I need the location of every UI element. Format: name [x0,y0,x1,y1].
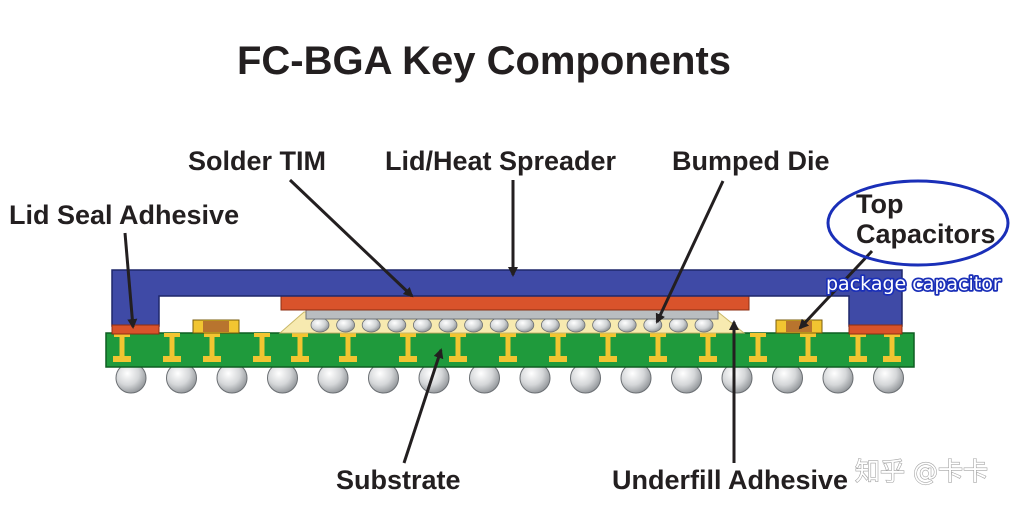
arrow-lid-seal-adhesive [123,232,138,329]
substrate-pad [399,356,417,362]
substrate-via [455,337,461,356]
die-bump [310,317,330,333]
substrate-via [405,337,411,356]
die-bump [387,317,407,333]
substrate-pad [292,333,308,337]
substrate-via [605,337,611,356]
label-top-capacitors-line2: Capacitors [856,219,996,249]
bumped-die [305,309,719,320]
die-bump [669,317,688,333]
substrate-pad [340,333,356,337]
die-bump [489,317,509,333]
highlight-ellipse [826,179,1010,267]
die-bump [566,317,586,333]
capacitor-right [775,319,823,334]
substrate-pad [113,356,131,362]
arrow-top-capacitors [798,249,874,330]
die-bump [464,317,484,333]
label-lid-seal-adhesive: Lid Seal Adhesive [9,200,239,230]
substrate-via [297,337,303,356]
label-lid-heat-spreader: Lid/Heat Spreader [385,146,617,176]
die-bump [412,317,432,333]
substrate-pad [749,356,767,362]
substrate-via [555,337,561,356]
substrate-pad [400,333,416,337]
substrate-pad [500,333,516,337]
substrate-via [855,337,861,356]
annotation-package-capacitor: package capacitor [826,273,1001,295]
substrate-pad [750,333,766,337]
substrate-pad [164,333,180,337]
substrate-pad [550,333,566,337]
substrate-pad [499,356,517,362]
substrate-pad [114,333,130,337]
lid-seal-adhesive-right [848,324,903,335]
substrate-pad [799,356,817,362]
substrate-via [755,337,761,356]
substrate-vias [113,333,901,362]
label-bumped-die: Bumped Die [672,146,830,176]
substrate-pad [163,356,181,362]
substrate [105,332,915,368]
arrow-substrate [402,348,444,464]
lid-seal-adhesive-left [111,324,160,335]
substrate-pad [203,356,221,362]
substrate-pad [291,356,309,362]
substrate-pad [204,333,220,337]
substrate-pad [599,356,617,362]
die-bump [361,317,381,333]
substrate-via [345,337,351,356]
substrate-pad [849,356,867,362]
substrate-pad [600,333,616,337]
die-bump [694,317,714,333]
substrate-pad [649,356,667,362]
label-underfill-adhesive: Underfill Adhesive [612,465,848,495]
die-bump [515,317,535,333]
die-bump [336,317,356,333]
die-bump [592,317,611,333]
label-top-capacitors-line1: Top [856,189,903,219]
substrate-via [655,337,661,356]
substrate-pad [549,356,567,362]
substrate-via [805,337,811,356]
substrate-via [505,337,511,356]
substrate-pad [650,333,666,337]
substrate-via [259,337,265,356]
label-substrate: Substrate [336,465,461,495]
arrow-solder-tim [288,178,414,298]
substrate-pad [253,356,271,362]
substrate-pad [449,356,467,362]
arrow-bumped-die [655,180,725,324]
substrate-via [209,337,215,356]
leader-arrows [123,178,874,464]
diagram-title: FC-BGA Key Components [237,39,731,83]
substrate-pad [254,333,270,337]
substrate-via [169,337,175,356]
die-bump [541,317,560,333]
substrate-pad [883,356,901,362]
substrate-pad [699,356,717,362]
substrate-pad [884,333,900,337]
label-solder-tim: Solder TIM [188,146,326,176]
substrate-via [889,337,895,356]
substrate-via [119,337,125,356]
capacitor-left [192,319,240,334]
substrate-pad [450,333,466,337]
substrate-via [705,337,711,356]
solder-balls [115,362,904,394]
watermark: 知乎 @卡卡 [855,457,988,486]
substrate-pad [800,333,816,337]
substrate-pad [339,356,357,362]
die-bump [617,317,637,333]
substrate-pad [850,333,866,337]
substrate-pad [700,333,716,337]
die-bump [438,317,458,333]
